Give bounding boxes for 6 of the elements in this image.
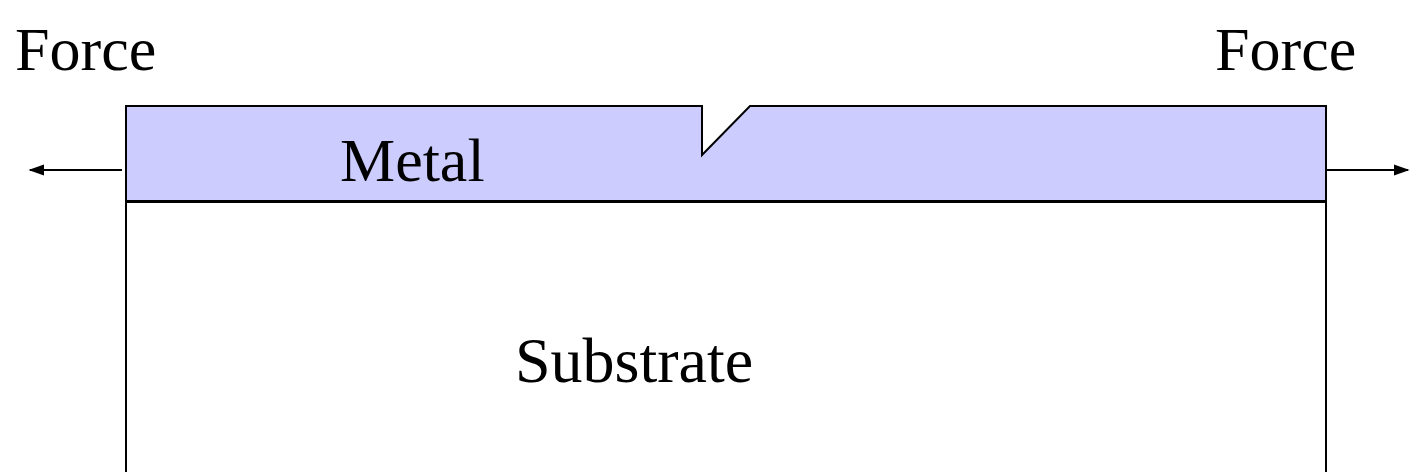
layer-label: Metal — [340, 129, 485, 191]
layer-label: Substrate — [515, 329, 754, 393]
substrate-block — [125, 201, 1327, 472]
force-label: Force — [15, 18, 157, 80]
metal-layer — [125, 105, 1327, 202]
force-label: Force — [1215, 18, 1357, 80]
